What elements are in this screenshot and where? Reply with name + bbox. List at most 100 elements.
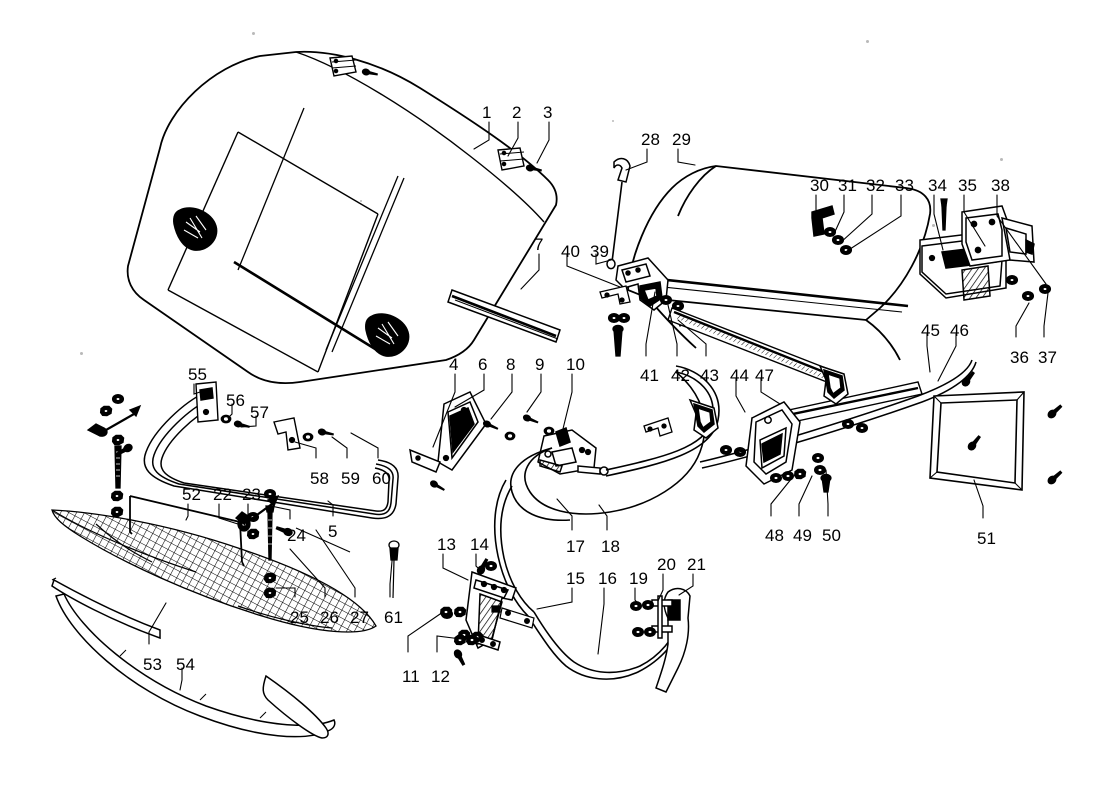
- hood-vent-right: [365, 313, 410, 357]
- callout-number-10: 10: [566, 355, 585, 374]
- release-lever-art: [651, 587, 691, 693]
- callout-number-35: 35: [958, 176, 977, 195]
- callout-number-38: 38: [991, 176, 1010, 195]
- rear-hinge-arm: [615, 257, 669, 311]
- leader-line-27: [315, 529, 356, 598]
- callout-number-15: 15: [566, 569, 585, 588]
- leader-line-43: [677, 319, 707, 357]
- trim-end-piece: [262, 674, 329, 739]
- leader-line-20: [657, 573, 664, 602]
- leader-line-33: [846, 194, 902, 252]
- leader-line-47: [760, 377, 781, 405]
- leader-line-37: [1043, 292, 1049, 338]
- callout-number-61: 61: [384, 608, 403, 627]
- leader-line-14: [475, 553, 484, 574]
- leader-line-51: [973, 479, 984, 519]
- leader-line-29: [677, 148, 696, 166]
- leader-line-31: [832, 194, 845, 237]
- leader-line-30: [815, 194, 822, 220]
- leader-line-52: [185, 503, 189, 521]
- callout-number-4: 4: [449, 355, 459, 374]
- callout-number-24: 24: [287, 526, 306, 545]
- callout-number-59: 59: [341, 469, 360, 488]
- leader-line-57: [240, 415, 257, 428]
- callout-number-39: 39: [590, 242, 609, 261]
- callout-number-56: 56: [226, 391, 245, 410]
- callout-number-34: 34: [928, 176, 947, 195]
- leader-line-26: [289, 548, 326, 598]
- callout-number-2: 2: [512, 103, 522, 122]
- lid-seal-channel: [667, 307, 837, 385]
- callout-number-60: 60: [372, 469, 391, 488]
- callout-number-5: 5: [328, 522, 338, 541]
- left-fastener-cluster: [86, 393, 142, 518]
- hood-seal-strip-art: [447, 289, 561, 343]
- callout-number-46: 46: [950, 321, 969, 340]
- hood-stay-bracket: [409, 391, 487, 473]
- bolt-8: [481, 419, 500, 432]
- leader-line-8: [490, 373, 513, 420]
- callout-number-13: 13: [437, 535, 456, 554]
- hood-latch-art: [537, 426, 609, 476]
- callout-number-51: 51: [977, 529, 996, 548]
- leader-line-46: [937, 333, 957, 382]
- leader-line-36: [1015, 302, 1030, 338]
- leader-line-60: [350, 432, 379, 459]
- front-grille-mesh: [51, 509, 377, 633]
- rear-engine-lid-art: [627, 165, 932, 361]
- cable-bracket-art: [465, 570, 517, 651]
- callout-number-32: 32: [866, 176, 885, 195]
- leader-line-53: [148, 602, 167, 645]
- callout-number-27: 27: [350, 608, 369, 627]
- leader-line-55: [193, 383, 201, 395]
- callout-number-55: 55: [188, 365, 207, 384]
- callout-number-7: 7: [534, 235, 544, 254]
- callout-number-49: 49: [793, 526, 812, 545]
- callout-number-16: 16: [598, 569, 617, 588]
- callout-number-48: 48: [765, 526, 784, 545]
- callout-number-1: 1: [482, 103, 492, 122]
- leader-line-58: [294, 441, 317, 459]
- callout-number-33: 33: [895, 176, 914, 195]
- leader-line-25: [275, 587, 296, 598]
- leader-line-32: [839, 194, 873, 244]
- scan-speck: [80, 352, 83, 355]
- front-hood-panel-art: [126, 50, 558, 385]
- callout-number-20: 20: [657, 555, 676, 574]
- leader-line-17: [556, 498, 573, 531]
- leader-line-38: [996, 194, 1047, 285]
- callout-number-45: 45: [921, 321, 940, 340]
- leader-line-15: [536, 587, 573, 610]
- retainer-clip-58: [273, 417, 301, 451]
- leader-line-16: [597, 587, 605, 655]
- callout-number-50: 50: [822, 526, 841, 545]
- callout-number-26: 26: [320, 608, 339, 627]
- leader-line-61: [389, 549, 394, 598]
- leader-line-34: [933, 194, 944, 251]
- washer-8: [504, 431, 516, 441]
- callout-number-18: 18: [601, 537, 620, 556]
- leader-line-13: [442, 553, 469, 581]
- grille-trim-molding-lower: [55, 593, 336, 738]
- leader-line-28: [625, 148, 648, 171]
- leader-line-40: [566, 253, 621, 288]
- callout-number-37: 37: [1038, 348, 1057, 367]
- leader-line-39: [595, 253, 612, 265]
- leader-line-45: [926, 333, 931, 373]
- leader-line-9: [526, 373, 542, 413]
- leader-line-7: [520, 253, 540, 290]
- leader-line-59: [331, 436, 348, 459]
- leader-line-3: [536, 121, 550, 164]
- leader-line-1: [473, 121, 490, 150]
- callout-number-25: 25: [290, 608, 309, 627]
- bracket-fasteners: [441, 557, 535, 667]
- callout-number-52: 52: [182, 485, 201, 504]
- lock-housing: [961, 205, 1035, 267]
- callout-number-21: 21: [687, 555, 706, 574]
- callout-number-47: 47: [755, 366, 774, 385]
- callout-number-8: 8: [506, 355, 516, 374]
- callout-number-17: 17: [566, 537, 585, 556]
- grille-trim-molding-upper: [51, 577, 161, 640]
- scan-speck: [612, 120, 614, 122]
